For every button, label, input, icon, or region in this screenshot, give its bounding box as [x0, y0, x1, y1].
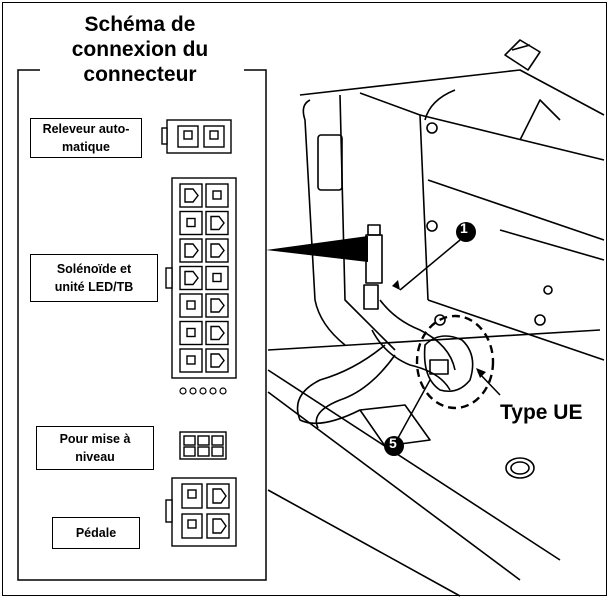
solenoide-pin-d: [184, 188, 199, 203]
releveur-label: Releveur auto- matique: [30, 118, 142, 158]
solenoide-pin-d: [210, 353, 225, 368]
marker-5-circle: [384, 436, 404, 456]
releveur-connector: [161, 119, 232, 154]
solenoide-pin-square: [186, 217, 196, 228]
solenoide-pin-d: [210, 298, 225, 313]
niveau-connector: [179, 431, 227, 460]
solenoide-pin-d: [184, 243, 199, 258]
marker-1-circle: [456, 222, 476, 242]
solenoide-pin-square: [186, 355, 196, 365]
marker-5-label: 5: [389, 435, 397, 451]
type-ue-label: Type UE: [500, 401, 583, 424]
panel-title: Schéma de connexion du connecteur: [71, 13, 209, 86]
solenoide-indicator-dots: [179, 387, 227, 395]
pedale-connector: [165, 477, 237, 547]
solenoide-pin-d: [210, 325, 225, 341]
niveau-label: Pour mise à niveau: [36, 426, 154, 470]
solenoide-pin-d: [210, 215, 225, 231]
solenoide-label: Solénoïde et unité LED/TB: [30, 254, 158, 302]
solenoide-pin-d: [210, 243, 225, 258]
marker-1-label: 1: [460, 220, 468, 236]
solenoide-pin-square: [212, 272, 222, 283]
solenoide-pin-square: [186, 300, 196, 310]
solenoide-connector: [165, 177, 237, 379]
solenoide-pin-square: [186, 327, 196, 338]
solenoide-pin-square: [212, 190, 222, 200]
pedale-label: Pédale: [52, 517, 140, 549]
solenoide-pin-d: [184, 270, 199, 286]
